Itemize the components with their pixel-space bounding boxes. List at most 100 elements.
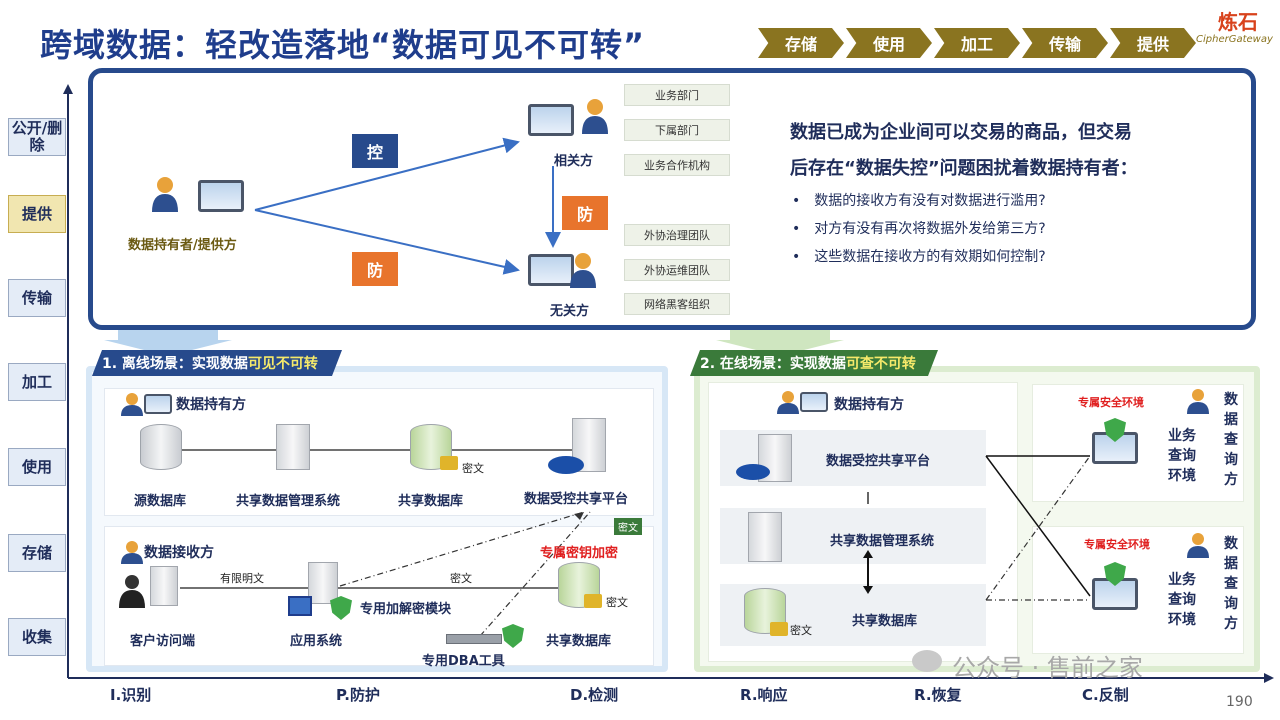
- related-person-icon: [580, 98, 610, 134]
- y-label-process: 加工: [8, 363, 66, 401]
- dba-label: 专用DBA工具: [422, 654, 505, 669]
- querier-2-c4: 询: [1224, 596, 1238, 612]
- unrelated-tag-2: 外协运维团队: [624, 259, 730, 281]
- online-holder-laptop-icon: [800, 392, 828, 412]
- env-label-2-line2: 查询: [1168, 592, 1196, 608]
- shared-db-lock-icon: [440, 456, 458, 470]
- env-label-2-line3: 环境: [1168, 612, 1196, 628]
- recv-db-cipher: 密文: [606, 596, 628, 609]
- headline-line-1: 数据已成为企业间可以交易的商品，但交易: [790, 122, 1132, 143]
- online-db-label: 共享数据库: [852, 614, 918, 629]
- related-tag-3: 业务合作机构: [624, 154, 730, 176]
- x-label-respond: R.响应: [740, 686, 788, 704]
- online-holder-label: 数据持有方: [834, 397, 904, 413]
- x-label-counter: C.反制: [1082, 686, 1129, 704]
- protect-badge-2: 防: [562, 196, 608, 230]
- owner-label: 数据持有者/提供方: [128, 238, 237, 253]
- y-label-collect: 收集: [8, 618, 66, 656]
- app-window-icon: [288, 596, 312, 616]
- page-title: 跨域数据：轻改造落地“数据可见不可转”: [40, 26, 646, 64]
- env-person-icon-2: [1186, 532, 1210, 562]
- online-header-highlight: 可查不可转: [845, 356, 916, 372]
- wechat-icon: [912, 650, 942, 672]
- x-label-protect: P.防护: [336, 686, 380, 704]
- unrelated-person-icon: [568, 252, 598, 288]
- querier-1-c4: 询: [1224, 452, 1238, 468]
- online-db-cipher: 密文: [790, 624, 812, 637]
- client-label: 客户访问端: [130, 634, 196, 649]
- online-mgmt-server-icon: [748, 512, 782, 562]
- related-tag-1: 业务部门: [624, 84, 730, 106]
- env-label-2: 业务 查询 环境: [1164, 570, 1200, 630]
- bullet-2: 对方有没有再次将数据外发给第三方?: [792, 218, 1045, 238]
- bullet-1: 数据的接收方有没有对数据进行滥用?: [792, 190, 1045, 210]
- related-laptop-icon: [528, 104, 574, 136]
- env-subpanel-1: [1032, 384, 1244, 502]
- env-label-1-line3: 环境: [1168, 468, 1196, 484]
- querier-2-c3: 查: [1224, 576, 1238, 592]
- chevron-provide: 提供: [1110, 28, 1196, 58]
- receiver-person-icon: [120, 540, 144, 568]
- cipher-link-label: 密文: [450, 572, 472, 585]
- env-label-1-line1: 业务: [1168, 428, 1196, 444]
- y-label-public-delete: 公开/删除: [8, 118, 66, 156]
- logo-sub: CipherGateway: [1196, 34, 1273, 45]
- mgmt-label: 共享数据管理系统: [236, 494, 341, 509]
- offline-holder-label: 数据持有方: [176, 397, 246, 413]
- client-person-icon: [118, 574, 146, 612]
- querier-1-c1: 数: [1224, 392, 1238, 408]
- related-label: 相关方: [554, 154, 594, 169]
- receiver-label: 数据接收方: [144, 545, 214, 561]
- online-mgmt-label: 共享数据管理系统: [830, 534, 935, 549]
- dba-shield-icon: [502, 624, 524, 648]
- env-shield-icon-1: [1104, 418, 1126, 442]
- source-db-label: 源数据库: [134, 494, 187, 509]
- querier-1-c5: 方: [1224, 472, 1238, 488]
- y-label-provide: 提供: [8, 195, 66, 233]
- headline-line-2: 后存在“数据失控”问题困扰着数据持有者：: [790, 158, 1138, 179]
- source-db-icon: [140, 424, 182, 470]
- online-platform-label: 数据受控共享平台: [826, 454, 931, 469]
- querier-1-c2: 据: [1224, 412, 1238, 428]
- chevron-transfer: 传输: [1022, 28, 1108, 58]
- bullet-3: 这些数据在接收方的有效期如何控制?: [792, 246, 1045, 266]
- dba-tool-icon: [446, 634, 502, 644]
- platform-disk-icon: [548, 456, 584, 474]
- unrelated-tag-1: 外协治理团队: [624, 224, 730, 246]
- mgmt-server-icon: [276, 424, 310, 470]
- platform-label: 数据受控共享平台: [524, 492, 629, 507]
- app-server-icon: [308, 562, 338, 604]
- env-label-1: 业务 查询 环境: [1164, 426, 1200, 486]
- querier-2-c5: 方: [1224, 616, 1238, 632]
- recv-db-label: 共享数据库: [546, 634, 612, 649]
- client-terminal-icon: [150, 566, 178, 606]
- limited-plain-label: 有限明文: [220, 572, 264, 585]
- holder-laptop-icon: [144, 394, 172, 414]
- problem-box: [88, 68, 1256, 330]
- platform-cipher-tag: 密文: [614, 518, 642, 535]
- watermark: 公众号 · 售前之家: [952, 654, 1143, 682]
- related-tag-2: 下属部门: [624, 119, 730, 141]
- app-shield-icon: [330, 596, 352, 620]
- x-label-recover: R.恢复: [914, 686, 962, 704]
- env-title-1: 专属安全环境: [1078, 396, 1144, 409]
- y-label-transfer: 传输: [8, 279, 66, 317]
- querier-label-2: 数 据 查 询 方: [1222, 534, 1240, 634]
- online-holder-person-icon: [776, 390, 800, 418]
- querier-label-1: 数 据 查 询 方: [1222, 390, 1240, 490]
- owner-person-icon: [150, 176, 180, 212]
- control-badge: 控: [352, 134, 398, 168]
- online-platform-disk-icon: [736, 464, 770, 480]
- owner-laptop-icon: [198, 180, 244, 212]
- holder-subpanel: [104, 388, 654, 516]
- logo-name: 炼石: [1218, 10, 1258, 34]
- querier-2-c2: 据: [1224, 556, 1238, 572]
- env-shield-icon-2: [1104, 562, 1126, 586]
- exclusive-key-label: 专属密钥加密: [540, 546, 619, 561]
- shared-db-cipher: 密文: [462, 462, 484, 475]
- unrelated-laptop-icon: [528, 254, 574, 286]
- shared-db-label: 共享数据库: [398, 494, 464, 509]
